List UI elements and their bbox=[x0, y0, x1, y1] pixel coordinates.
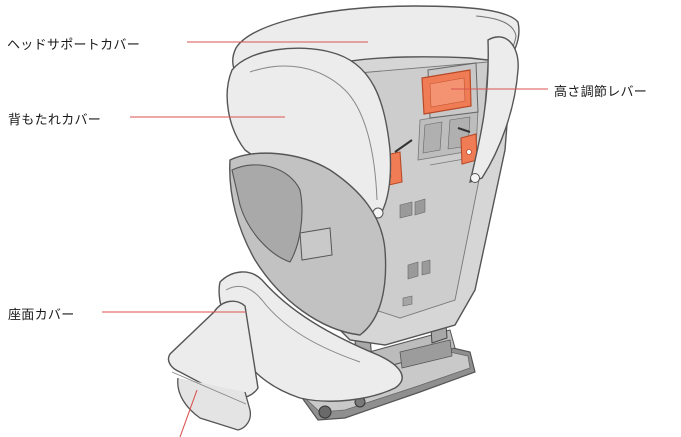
height-adjustment-lever bbox=[421, 62, 479, 119]
label-headrest-cover: ヘッドサポートカバー bbox=[7, 38, 141, 53]
side-wing bbox=[229, 152, 387, 336]
label-backrest-cover: 背もたれカバー bbox=[8, 113, 102, 128]
leader-lines bbox=[102, 41, 548, 437]
label-seat-cover: 座面カバー bbox=[8, 308, 75, 323]
seat-cover bbox=[167, 271, 403, 431]
backrest-cover bbox=[226, 36, 519, 219]
label-height-adjustment-lever: 高さ調節レバー bbox=[554, 85, 648, 100]
leader-line-flap bbox=[179, 389, 198, 437]
